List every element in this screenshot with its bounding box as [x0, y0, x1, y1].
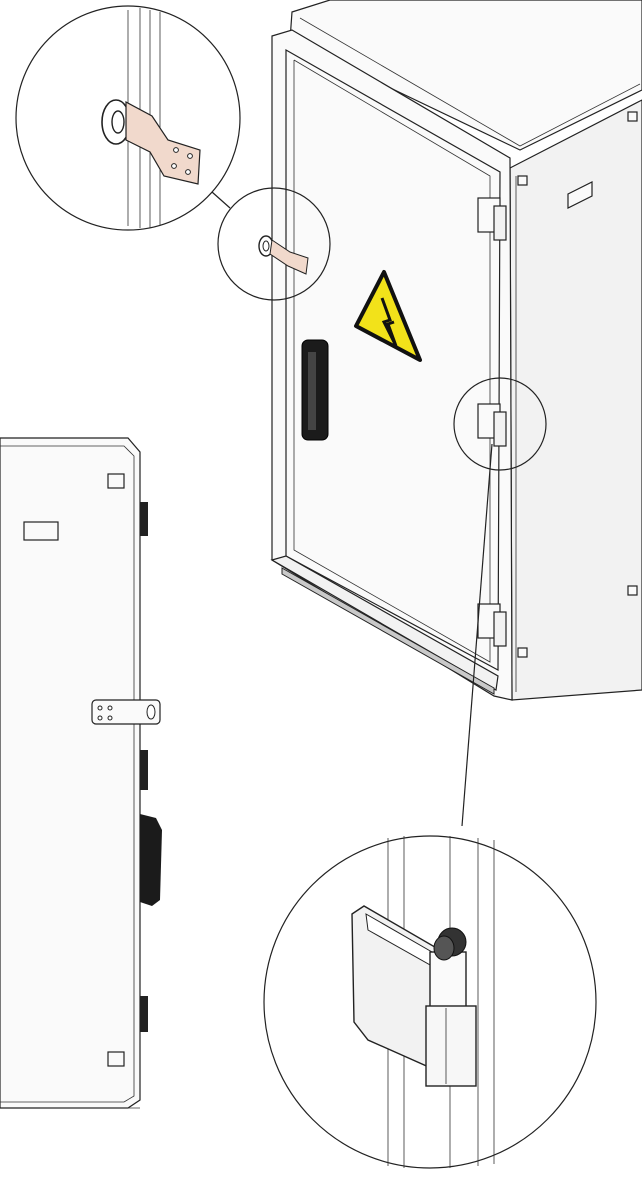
side-view-screw-bottom [107, 1051, 125, 1067]
cabinet-door [285, 48, 501, 672]
cabinet-main-view [217, 0, 642, 701]
side-screw-bottom-left [517, 647, 528, 658]
cabinet-side-view [0, 437, 162, 1109]
earth-strap-small [258, 235, 309, 275]
side-view-hinge-top [140, 502, 148, 536]
side-view-hinge-middle [140, 750, 148, 790]
side-vent-slot [567, 181, 593, 209]
side-view-handle [140, 814, 162, 906]
earth-strap-detail [15, 5, 241, 231]
side-view-hinge-bottom [140, 996, 148, 1032]
cabinet-hinge-middle [477, 403, 507, 447]
hinge-detail [263, 443, 597, 1169]
side-screw-bottom-right [627, 585, 638, 596]
side-view-screw-top [107, 473, 125, 489]
cabinet-hinge-top [477, 197, 507, 241]
door-handle [301, 339, 329, 441]
side-view-vent [23, 521, 59, 541]
side-screw-top-right [627, 111, 638, 122]
detail-circle-hinge [453, 377, 547, 471]
hinge-leader-line [461, 443, 493, 827]
cabinet-hinge-bottom [477, 603, 507, 647]
side-screw-top-left [517, 175, 528, 186]
high-voltage-warning-icon [354, 270, 422, 362]
detail-circle-earth-strap [217, 187, 331, 301]
